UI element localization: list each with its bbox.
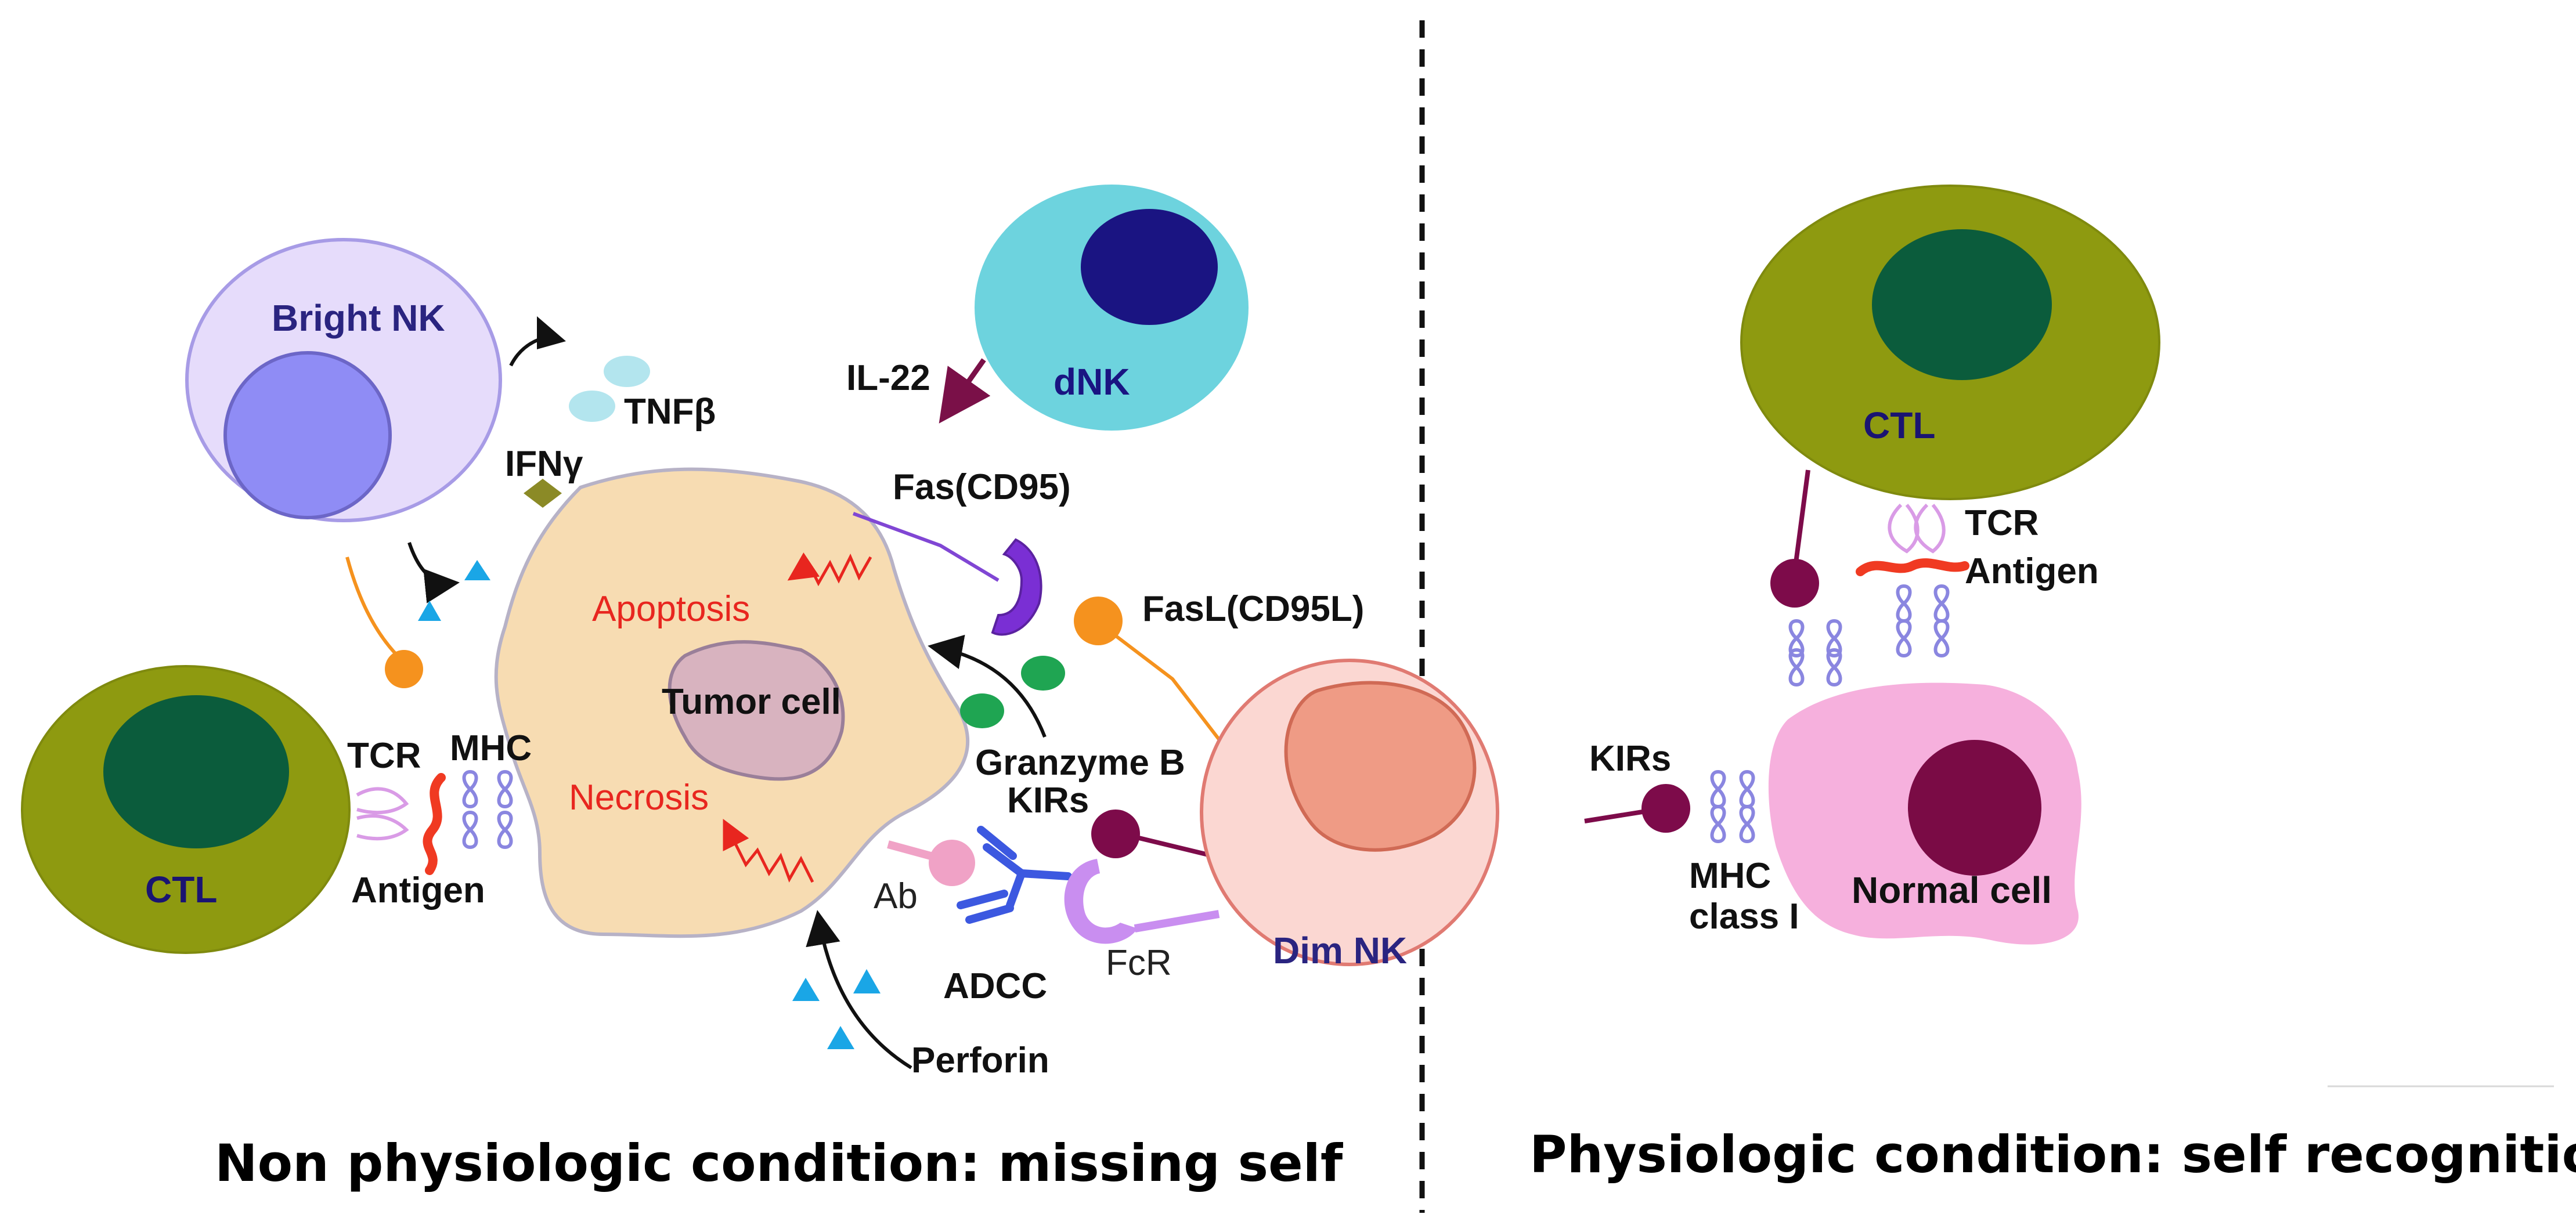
mhc-class-i-label-line2: class I (1689, 897, 1799, 937)
necrosis-zigzag (723, 819, 814, 883)
ctl-left-label: CTL (145, 869, 217, 910)
mhc-left-label: MHC (450, 728, 532, 768)
apoptosis-zigzag (787, 552, 872, 587)
kirs-right-label: KIRs (1589, 739, 1671, 779)
perforin-triangle (464, 560, 490, 580)
fcr-label: FcR (1106, 943, 1172, 983)
granzyme-ball (1021, 656, 1065, 691)
dnk-cell: dNK (975, 185, 1249, 431)
il22-label: IL-22 (846, 358, 930, 398)
adcc-label: ADCC (943, 966, 1047, 1006)
caption-left: Non physiologic condition: missing self (215, 1133, 1344, 1193)
apoptosis-label: Apoptosis (592, 589, 750, 629)
fas-receptor (991, 538, 1042, 636)
ab-ball (929, 840, 975, 886)
fas-stalk (852, 512, 1000, 582)
tumor-cell-label: Tumor cell (662, 682, 841, 722)
bright-nk-label: Bright NK (272, 297, 445, 339)
il22-arrow (939, 358, 991, 424)
bright-nk-cell: Bright NK (185, 238, 502, 522)
tcr-left-label: TCR (347, 736, 421, 776)
ctl-right-label: CTL (1863, 404, 1935, 446)
mhc-right-antigen (1898, 586, 1948, 656)
dim-nk-label: Dim NK (1273, 930, 1407, 971)
fasl-ball (1074, 597, 1123, 645)
mhc-left (464, 772, 511, 847)
kirs-left-label: KIRs (1007, 780, 1089, 821)
perforin-triangle (853, 969, 881, 993)
antigen-right-label: Antigen (1965, 551, 2099, 591)
kir-ball-left (1091, 810, 1140, 858)
fasl-label: FasL(CD95L) (1142, 589, 1364, 629)
antigen-left (423, 773, 446, 875)
perforin-label: Perforin (911, 1040, 1049, 1081)
tcr-left (356, 787, 409, 841)
antigen-left-label: Antigen (351, 870, 485, 910)
granzyme-b-label: Granzyme B (975, 743, 1185, 783)
fcr-stalk (1134, 910, 1220, 933)
mhc-class-i-label-line1: MHC (1689, 856, 1771, 896)
antigen-right (1856, 558, 1969, 576)
kir-ball-right (1641, 784, 1690, 833)
mhc-right-top (1791, 621, 1841, 685)
perforin-triangle (827, 1026, 854, 1049)
ctl-right-cell: CTL (1740, 185, 2160, 500)
antibody (957, 826, 1072, 924)
tcr-right-label: TCR (1965, 503, 2039, 543)
bright-nk-arrow (407, 542, 460, 604)
ab-label: Ab (874, 876, 918, 916)
fcr-receptor (1064, 859, 1138, 944)
tnf-ball-1 (604, 356, 650, 387)
tumor-cell: Tumor cell Apoptosis Necrosis (494, 467, 970, 938)
ifn-gamma-label: IFNγ (505, 444, 583, 484)
tcr-right (1888, 503, 1946, 554)
dim-nk-cell: Dim NK (1200, 659, 1499, 971)
tnf-beta-label: TNFβ (624, 392, 716, 432)
dnk-label: dNK (1054, 361, 1130, 403)
ctl-left-cell: CTL (21, 665, 351, 954)
granzyme-ball (960, 693, 1004, 728)
normal-cell: Normal cell (1768, 682, 2081, 945)
mhc-class-i (1712, 772, 1754, 841)
fas-label: Fas(CD95) (893, 467, 1071, 507)
fasl-stalk-bright (345, 557, 405, 663)
fasl-ball-bright (385, 650, 423, 688)
kir-stalk-right-top (1792, 469, 1810, 572)
perforin-arrow (806, 910, 912, 1069)
necrosis-label: Necrosis (569, 778, 709, 818)
normal-cell-label: Normal cell (1852, 869, 2052, 911)
perforin-triangle (418, 601, 441, 621)
ifn-gamma-diamond (524, 479, 562, 508)
tnf-ball-2 (569, 391, 615, 422)
fasl-stalk (1099, 622, 1232, 756)
secretion-arrowhead (537, 316, 566, 349)
perforin-triangle (792, 978, 820, 1001)
kir-ball-right-top (1770, 559, 1819, 608)
caption-right: Physiologic condition: self recognition (1529, 1125, 2576, 1184)
granzyme-arrow (928, 634, 1047, 738)
